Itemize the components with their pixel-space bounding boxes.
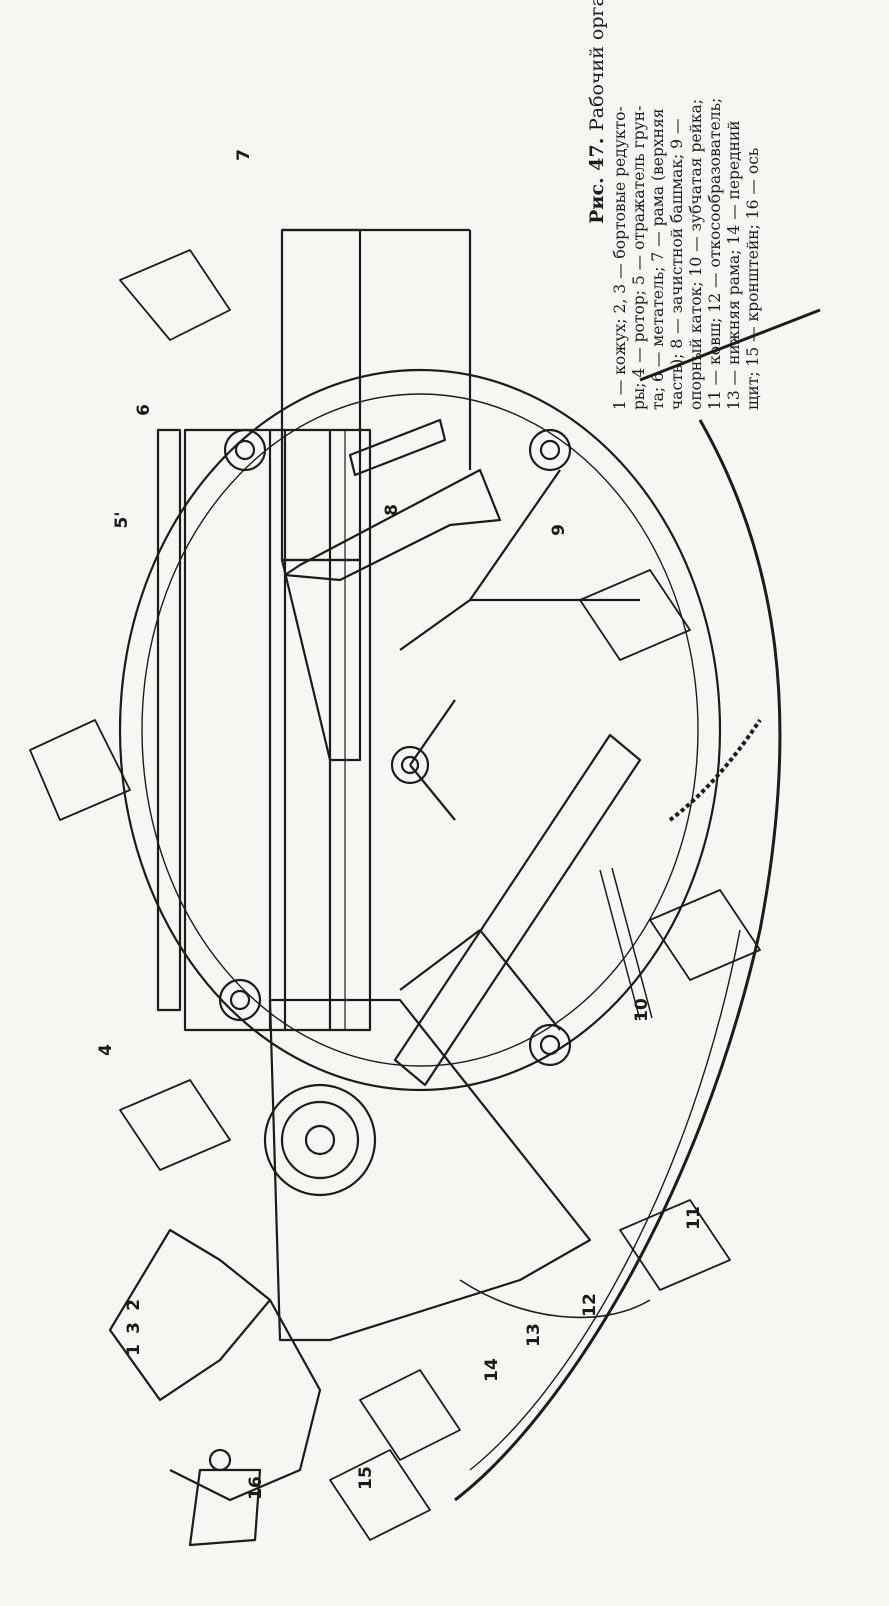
toothed-rack (599, 867, 653, 1021)
chain-rod (639, 308, 821, 382)
caption-line: 1 — кожух; 2, 3 — бортовые редукто- (611, 106, 629, 410)
soil-deflector (156, 428, 182, 1012)
label-13: 13 (524, 1323, 544, 1347)
label-9: 9 (549, 524, 569, 536)
figure-caption: Рис. 47. Рабочий орган: 1 — кожух; 2, 3 … (586, 0, 763, 410)
buckets (29, 249, 761, 1541)
caption-line: 13 — нижняя рама; 14 — передний (725, 120, 743, 410)
slope-former (393, 733, 642, 1087)
upper-frame (280, 228, 362, 562)
front-shield (459, 1279, 651, 1319)
label-4: 4 (96, 1044, 116, 1056)
figure-number: Рис. 47. (586, 137, 608, 224)
label-10: 10 (632, 998, 652, 1022)
figure-title: Рабочий орган: (586, 0, 608, 132)
chain (668, 718, 762, 822)
rotor-inner-ring (141, 393, 699, 1067)
label-12: 12 (580, 1293, 600, 1317)
caption-line: ры; 4 — ротор; 5 — отражатель грун- (630, 105, 648, 410)
label-6: 6 (134, 404, 154, 416)
bracket (169, 1299, 322, 1502)
caption-line: опорный каток; 10 — зубчатая рейка; (687, 98, 705, 410)
side-gearbox (263, 1083, 377, 1197)
label-11: 11 (684, 1206, 704, 1230)
label-3: 3 (124, 1322, 144, 1334)
caption-title: Рис. 47. Рабочий орган: (586, 0, 608, 410)
support-rollers (218, 428, 572, 1067)
thrower (183, 428, 372, 1032)
cleaning-shoe (283, 468, 502, 582)
lower-frame (268, 998, 592, 1342)
label-5: 5' (112, 511, 132, 529)
label-16: 16 (246, 1476, 266, 1500)
label-7: 7 (234, 149, 254, 161)
caption-line: 11 — ковш; 12 — откосообразователь; (706, 97, 724, 410)
label-15: 15 (356, 1466, 376, 1490)
rotor-outer-ring (118, 368, 722, 1092)
caption-line: часть); 8 — зачистной башмак; 9 — (668, 118, 686, 410)
axle (188, 1468, 262, 1547)
casing (108, 1228, 272, 1402)
label-8: 8 (382, 504, 402, 516)
rotor-hub (390, 745, 430, 785)
label-14: 14 (482, 1358, 502, 1382)
caption-line: та; 6 — метатель; 7 — рама (верхняя (649, 108, 667, 410)
outer-guide-arc (454, 419, 782, 1502)
caption-line: щит; 15 — кронштейн; 16 — ось (744, 147, 762, 410)
